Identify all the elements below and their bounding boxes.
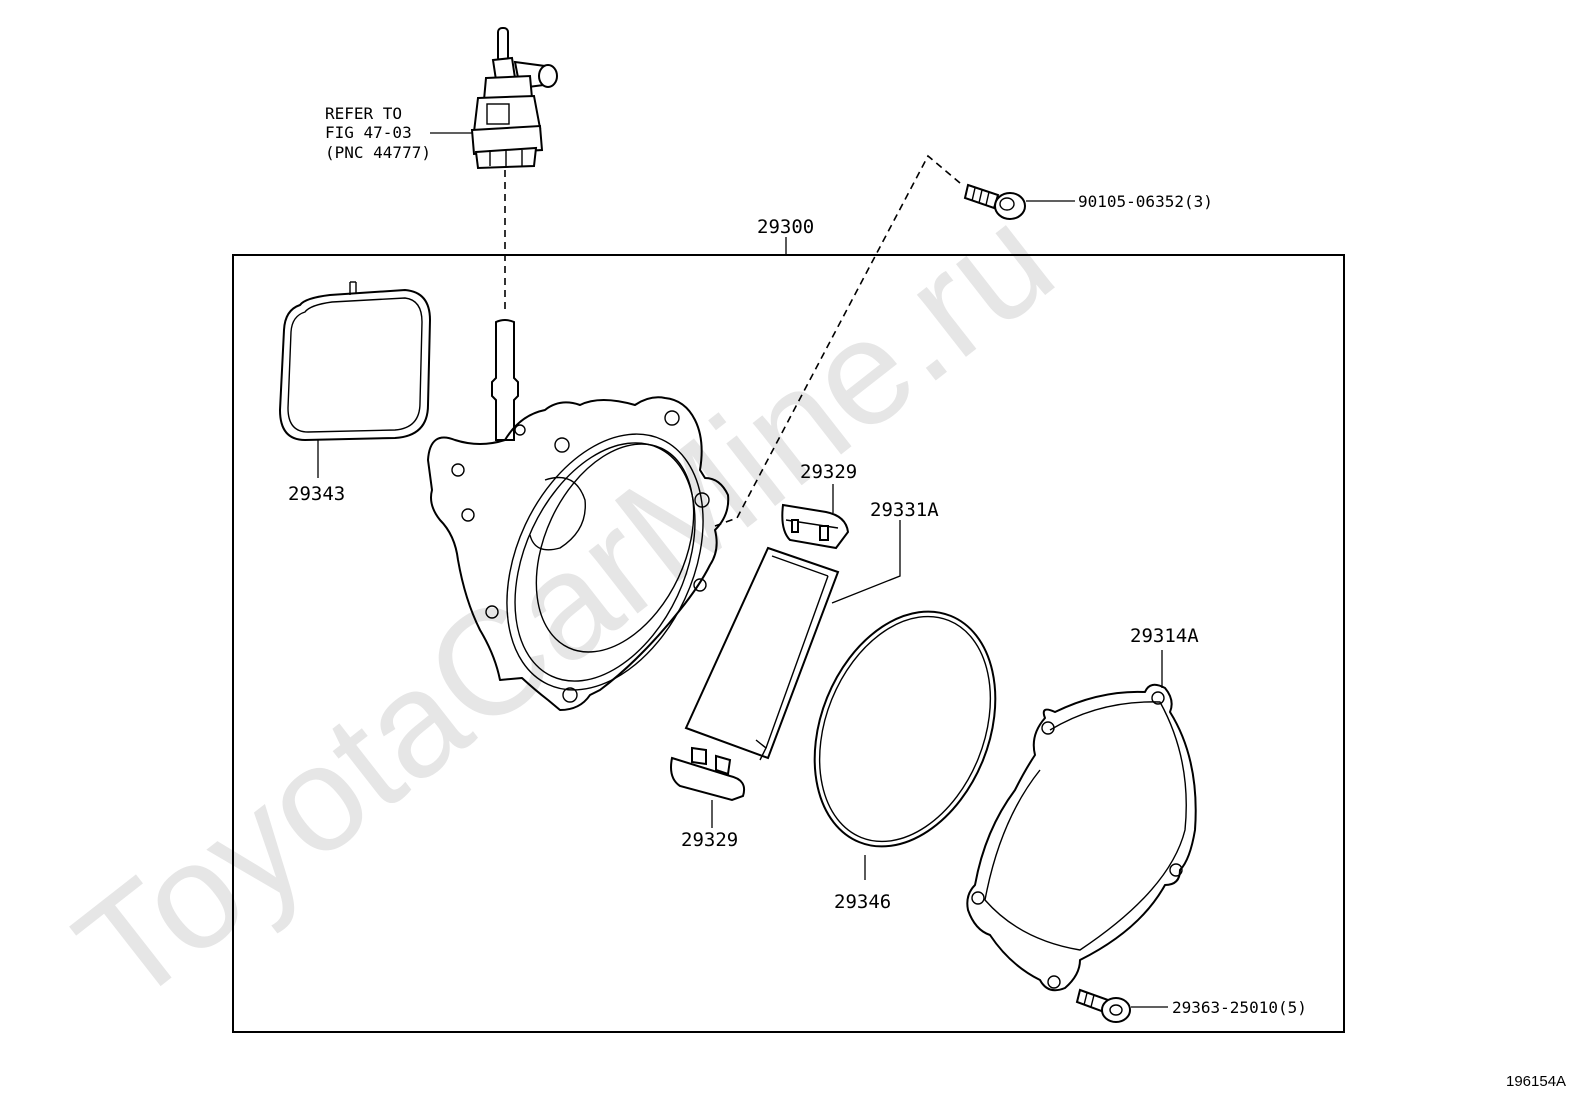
assembly-label: 29300 [757,216,814,238]
refer-line-2: FIG 47-03 [325,123,412,142]
figure-id: 196154A [1506,1073,1566,1090]
watermark-text: ToyotaCarMine.ru [46,174,1082,1035]
bolt-bottom-drawing [1075,988,1131,1023]
clip-bottom-label: 29329 [681,829,738,851]
cover-drawing [966,683,1197,992]
pump-housing-drawing [427,319,730,711]
clip-top-drawing [781,503,850,550]
oring-drawing [813,610,997,848]
bolt-dash-line [714,154,961,527]
bolt-top-label: 90105-06352(3) [1078,192,1213,211]
assembly-frame [232,254,1345,1033]
vane-label: 29331A [870,499,939,521]
gasket-left-label: 29343 [288,483,345,505]
oring-label: 29346 [834,891,891,913]
vane-leader [831,520,901,604]
gasket-left-drawing [279,281,431,441]
refer-line-1: REFER TO [325,104,402,123]
clip-bottom-drawing [670,746,746,802]
refer-line-3: (PNC 44777) [325,143,431,162]
cover-label: 29314A [1130,625,1199,647]
sensor-connector-drawing [470,27,558,170]
bolt-top-drawing [963,183,1026,220]
bolt-bottom-label: 29363-25010(5) [1172,998,1307,1017]
vane-drawing [684,546,840,761]
clip-top-label: 29329 [800,461,857,483]
